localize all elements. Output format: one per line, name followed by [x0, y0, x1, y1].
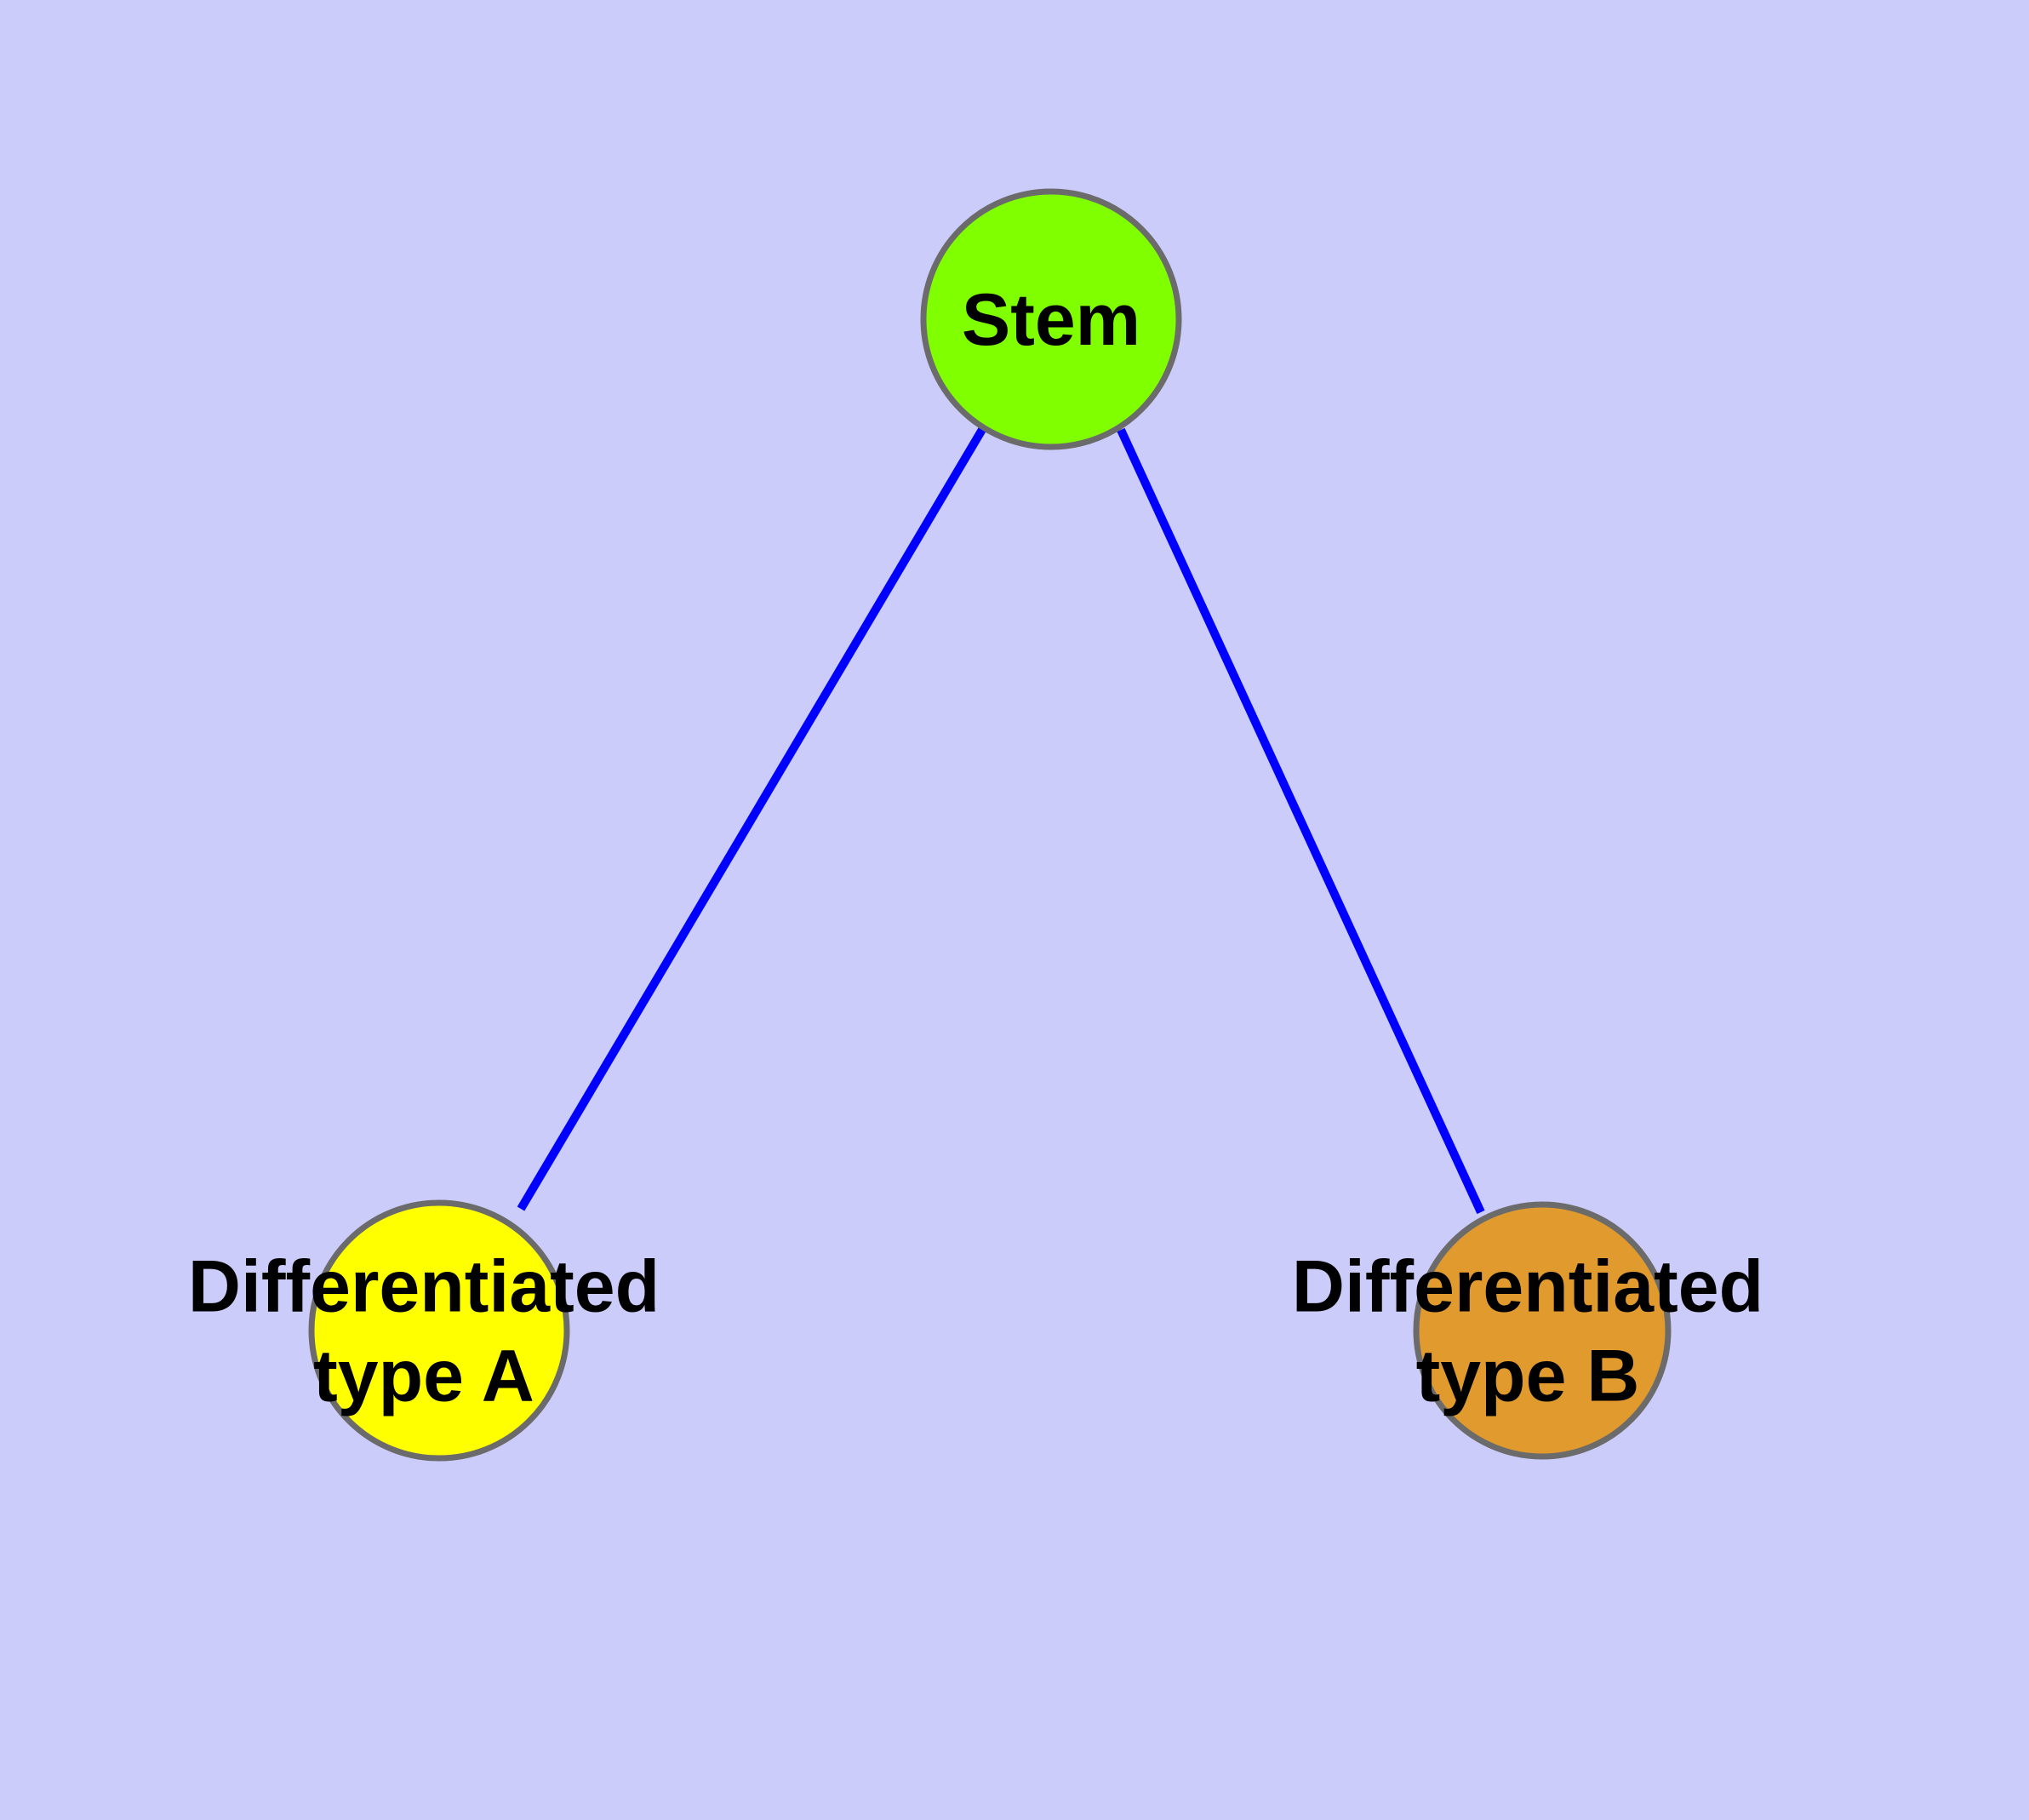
node-label-line: Differentiated — [188, 1246, 660, 1328]
node-label-line: type A — [313, 1336, 534, 1417]
node-label-line: Stem — [962, 279, 1140, 361]
graph-node-diff-type-b[interactable] — [1413, 1201, 1672, 1460]
graph-node-diff-type-a[interactable] — [308, 1199, 570, 1462]
node-label-line: type B — [1416, 1336, 1640, 1417]
node-circle-stem[interactable] — [920, 188, 1182, 450]
graph-node-stem[interactable] — [920, 188, 1182, 450]
node-circle-diff-type-a[interactable] — [308, 1199, 570, 1462]
graph-edge-stem-to-diff-type-a[interactable] — [517, 426, 987, 1211]
node-label-line: Differentiated — [1292, 1246, 1763, 1328]
graph-edge-stem-to-diff-type-b[interactable] — [1117, 427, 1485, 1215]
node-label-stem: Stem — [962, 279, 1140, 361]
node-circle-diff-type-b[interactable] — [1413, 1201, 1672, 1460]
edges-layer — [517, 426, 1485, 1215]
